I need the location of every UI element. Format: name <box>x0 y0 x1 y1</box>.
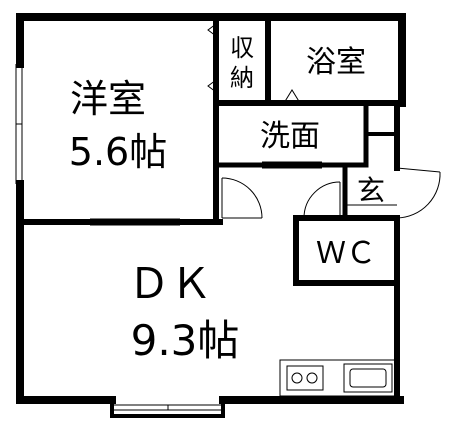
sink-basin <box>349 368 387 388</box>
stove <box>286 365 324 391</box>
entrance-door-leaf <box>396 167 441 173</box>
storage-door-top <box>207 23 217 37</box>
western-room-name: 洋室 <box>70 77 146 121</box>
sink <box>343 363 393 393</box>
storage-label-2: 納 <box>230 64 254 92</box>
bath-door <box>283 89 301 104</box>
stove-burner-left <box>291 372 303 384</box>
dk-name: ＤＫ <box>128 259 212 308</box>
washroom-label: 洗面 <box>260 119 320 154</box>
walls <box>16 13 406 418</box>
dk-size: 9.3帖 <box>131 316 240 365</box>
kitchen-counter <box>279 359 398 397</box>
bathroom-label: 浴室 <box>306 45 366 80</box>
entrance-label: 玄 <box>357 174 385 207</box>
stove-burner-right <box>306 372 318 384</box>
storage-label-1: 収 <box>230 34 254 62</box>
hall-door-arc <box>221 177 263 219</box>
labels: 洋室 5.6帖 収 納 浴室 洗面 玄 ＷＣ ＤＫ 9.3帖 <box>69 34 385 365</box>
western-room-size: 5.6帖 <box>69 130 167 174</box>
storage-door-bottom <box>207 79 217 93</box>
wash-door-arc <box>303 181 341 219</box>
entrance-door-arc <box>396 171 441 219</box>
toilet-label: ＷＣ <box>316 236 376 271</box>
details <box>15 23 441 411</box>
